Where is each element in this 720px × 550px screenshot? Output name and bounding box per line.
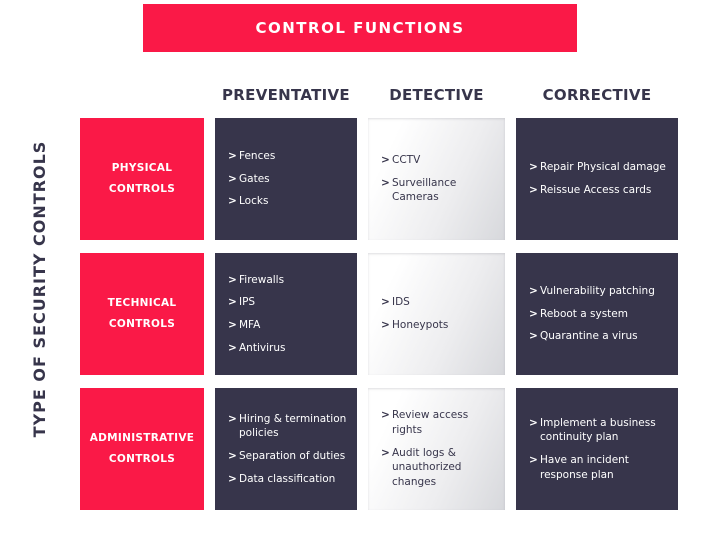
control-functions-banner: CONTROL FUNCTIONS [143,4,577,52]
chevron-bullet: > [529,330,538,343]
list-item-text: Have an incident response plan [540,454,629,481]
cell-technical-corrective: > Vulnerability patching > Reboot a syst… [516,253,678,375]
chevron-bullet: > [381,319,390,331]
cell-physical-preventative: > Fences > Gates > Locks [215,118,357,240]
list-item: > Fences [228,149,349,164]
chevron-bullet: > [228,296,237,309]
list-item: > Reboot a system [529,307,670,322]
list-item-text: Reissue Access cards [540,184,652,196]
chevron-bullet: > [228,273,237,286]
cell-administrative-corrective: > Implement a business continuity plan >… [516,388,678,510]
list-item-text: Locks [239,195,269,208]
list-item: > CCTV [381,153,497,168]
list-item-text: Fences [239,149,276,162]
chevron-bullet: > [381,446,390,459]
list-item-text: Data classification [239,472,336,485]
list-item: > Honeypots [381,318,497,333]
list-item: > Surveillance Cameras [381,176,497,205]
list-item-text: IPS [239,296,256,309]
list-item: > Gates [228,172,349,187]
list-item-text: Honeypots [392,319,449,331]
list-item-text: Review access rights [392,409,469,436]
list-item-text: Gates [239,172,270,185]
banner-title: CONTROL FUNCTIONS [255,19,465,37]
list-item: > IDS [381,295,497,310]
chevron-bullet: > [529,416,538,429]
row-label-text: ADMINISTRATIVE CONTROLS [89,432,195,465]
row-label-physical-controls: PHYSICAL CONTROLS [80,118,204,240]
list-item: > Quarantine a virus [529,329,670,344]
list-item-text: Vulnerability patching [540,284,655,297]
list-item-text: Reboot a system [540,307,628,320]
list-item: > Hiring & termination policies [228,412,349,441]
list-item-text: Firewalls [239,273,285,286]
chevron-bullet: > [228,450,237,462]
list-item: > Firewalls [228,273,349,288]
row-label-administrative-controls: ADMINISTRATIVE CONTROLS [80,388,204,510]
chevron-bullet: > [529,161,538,174]
cell-physical-corrective: > Repair Physical damage > Reissue Acces… [516,118,678,240]
list-item: > Audit logs & unauthorized changes [381,446,497,490]
chevron-bullet: > [228,172,237,185]
list-item: > Review access rights [381,408,497,437]
chevron-bullet: > [228,472,237,485]
chevron-bullet: > [381,409,390,422]
list-item-text: Separation of duties [239,450,346,462]
type-of-security-controls-axis-label: TYPE OF SECURITY CONTROLS [30,140,49,438]
list-item: > Data classification [228,472,349,487]
list-item: > Vulnerability patching [529,284,670,299]
cell-technical-preventative: > Firewalls > IPS > MFA > Antivirus [215,253,357,375]
cell-technical-detective: > IDS > Honeypots [368,253,505,375]
row-label-technical-controls: TECHNICAL CONTROLS [80,253,204,375]
list-item: > MFA [228,318,349,333]
cell-administrative-detective: > Review access rights > Audit logs & un… [368,388,505,510]
list-item: > Locks [228,194,349,209]
list-item-text: Audit logs & unauthorized changes [392,446,462,489]
list-item-text: IDS [392,296,410,309]
list-item-text: MFA [239,319,261,331]
list-item: > Antivirus [228,341,349,356]
list-item: > Repair Physical damage [529,160,670,175]
column-header-preventative: PREVENTATIVE [222,86,350,104]
chevron-bullet: > [381,296,390,309]
chevron-bullet: > [228,341,237,354]
chevron-bullet: > [228,149,237,162]
list-item-text: Antivirus [239,341,286,354]
cell-physical-detective: > CCTV > Surveillance Cameras [368,118,505,240]
chevron-bullet: > [529,284,538,297]
list-item: > Have an incident response plan [529,453,670,482]
list-item: > Separation of duties [228,449,349,464]
row-label-text: PHYSICAL CONTROLS [108,162,176,195]
chevron-bullet: > [529,454,538,466]
row-label-text: TECHNICAL CONTROLS [107,297,177,330]
list-item: > Implement a business continuity plan [529,416,670,445]
chevron-bullet: > [228,319,237,331]
list-item: > Reissue Access cards [529,183,670,198]
column-header-detective: DETECTIVE [389,86,484,104]
chevron-bullet: > [529,184,538,196]
list-item-text: CCTV [392,153,421,166]
chevron-bullet: > [529,307,538,320]
chevron-bullet: > [381,153,390,166]
controls-matrix: PREVENTATIVE DETECTIVE CORRECTIVE PHYSIC… [80,82,678,510]
list-item-text: Repair Physical damage [540,161,666,174]
list-item: > IPS [228,295,349,310]
column-header-corrective: CORRECTIVE [542,86,652,104]
list-item-text: Surveillance Cameras [392,176,457,204]
cell-administrative-preventative: > Hiring & termination policies > Separa… [215,388,357,510]
list-item-text: Quarantine a virus [540,330,638,343]
header-spacer [80,82,204,105]
list-item-text: Hiring & termination policies [239,412,347,440]
chevron-bullet: > [228,195,237,208]
list-item-text: Implement a business continuity plan [540,416,656,444]
chevron-bullet: > [228,412,237,425]
chevron-bullet: > [381,176,390,189]
